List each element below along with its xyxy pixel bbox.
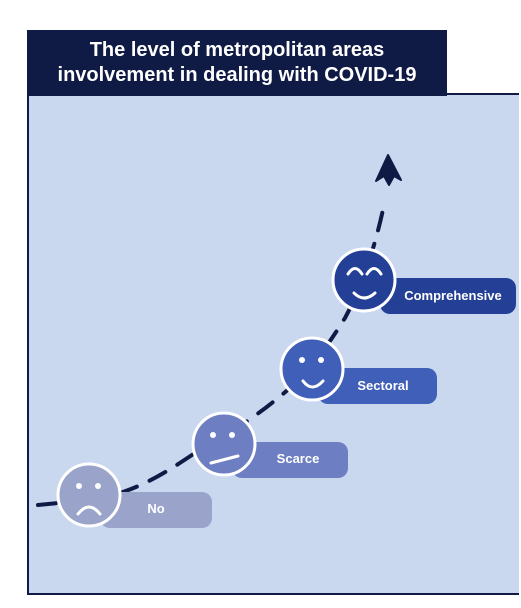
- label-sectoral: Sectoral: [357, 378, 408, 393]
- label-pill-comprehensive: [380, 278, 516, 314]
- label-scarce: Scarce: [277, 451, 320, 466]
- label-no: No: [147, 501, 164, 516]
- label-pill-scarce: [232, 442, 348, 478]
- title-line-2: involvement in dealing with COVID-19: [57, 64, 417, 86]
- unsure-face-icon: [191, 411, 257, 477]
- level-no: No: [56, 462, 212, 528]
- title-line-1: The level of metropolitan areas: [89, 39, 385, 61]
- level-scarce: Scarce: [191, 411, 348, 478]
- title-banner: The level of metropolitan areas involvem…: [27, 30, 447, 96]
- label-pill-sectoral: [318, 368, 437, 404]
- happy-face-icon: [331, 247, 397, 313]
- smile-face-icon: [279, 336, 345, 402]
- sad-face-icon: [56, 462, 122, 528]
- label-comprehensive: Comprehensive: [404, 288, 502, 303]
- label-pill-no: [100, 492, 212, 528]
- level-comprehensive: Comprehensive: [331, 247, 516, 314]
- arrow-up-icon: [375, 154, 402, 186]
- level-sectoral: Sectoral: [279, 336, 437, 404]
